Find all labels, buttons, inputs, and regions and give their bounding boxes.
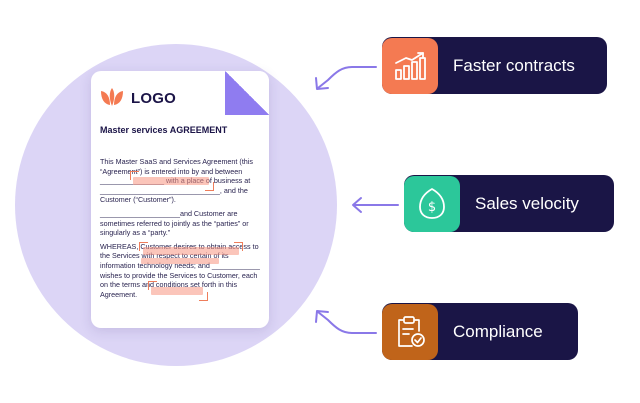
logo-mark-icon <box>101 88 123 106</box>
feature-icon-box: $ <box>404 175 460 232</box>
redaction-highlight <box>151 287 203 295</box>
redaction-highlight <box>141 258 219 264</box>
agreement-document: LOGO Master services AGREEMENT This Mast… <box>91 71 269 328</box>
dollar-shield-icon: $ <box>419 187 445 219</box>
clipboard-check-icon <box>398 315 425 347</box>
feature-card-faster-contracts: Faster contracts <box>382 37 607 94</box>
document-title: Master services AGREEMENT <box>100 125 228 135</box>
document-paragraph: WHEREAS, Customer desires to obtain acce… <box>100 241 260 299</box>
feature-icon-box <box>382 37 438 94</box>
page-fold-corner <box>225 71 269 115</box>
arrow-to-compliance <box>315 310 377 334</box>
selection-bracket <box>130 171 139 180</box>
selection-bracket <box>205 182 214 191</box>
feature-card-sales-velocity: $ Sales velocity <box>404 175 614 232</box>
feature-label: Sales velocity <box>475 193 579 213</box>
feature-label: Faster contracts <box>453 55 575 75</box>
redaction-highlight <box>133 177 209 185</box>
logo-text: LOGO <box>131 89 176 107</box>
document-paragraph: ____________________and Customer are som… <box>100 208 249 238</box>
arrow-to-sales-velocity <box>352 197 399 213</box>
feature-label: Compliance <box>453 321 543 341</box>
selection-bracket <box>199 292 208 301</box>
svg-text:$: $ <box>428 200 436 215</box>
feature-icon-box <box>382 303 438 360</box>
arrow-to-faster-contracts <box>315 66 377 90</box>
redaction-highlight <box>143 247 239 255</box>
document-logo: LOGO <box>99 87 176 109</box>
selection-bracket <box>148 281 157 290</box>
bar-chart-trend-icon <box>395 51 426 80</box>
selection-bracket <box>234 242 243 251</box>
selection-bracket <box>139 242 148 251</box>
feature-card-compliance: Compliance <box>382 303 578 360</box>
